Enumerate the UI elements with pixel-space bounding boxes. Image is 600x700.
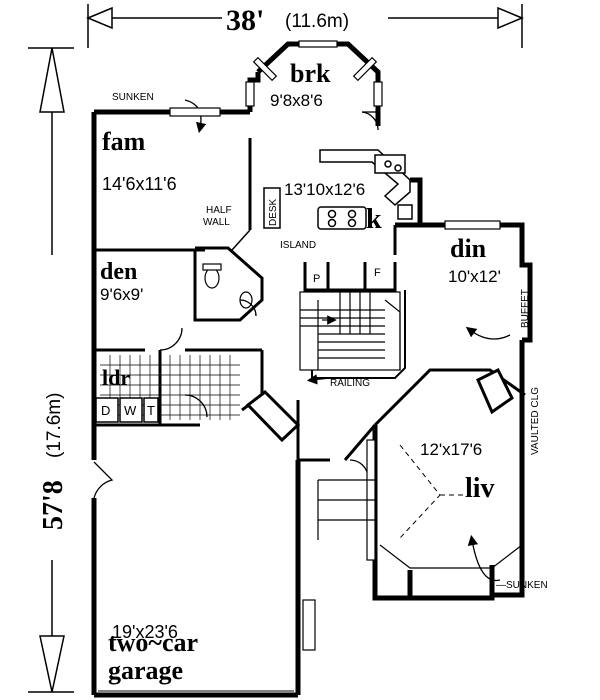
fireplace xyxy=(476,367,514,415)
sunken-arrows xyxy=(184,99,511,582)
interior-walls xyxy=(94,138,526,462)
liv-name: liv xyxy=(465,473,495,504)
kitchen-counters xyxy=(319,149,413,220)
liv-size: 12'x17'6 xyxy=(420,440,482,459)
entry-steps xyxy=(317,479,375,540)
desk-label: DESK xyxy=(268,198,279,226)
vault-lines xyxy=(399,444,470,539)
tub-label: T xyxy=(147,403,155,418)
fam-size: 14'6x11'6 xyxy=(102,174,177,194)
door-swings xyxy=(93,111,379,499)
depth-metric-label: (17.6m) xyxy=(44,393,65,458)
half-wall-label-2: WALL xyxy=(203,217,230,228)
sunken-bottom-label: —SUNKEN xyxy=(496,580,548,591)
den-name: den xyxy=(100,259,137,285)
island-label: ISLAND xyxy=(280,240,316,251)
half-wall-label-1: HALF xyxy=(206,205,232,216)
entry-closet xyxy=(245,390,301,443)
din-size: 10'x12' xyxy=(448,267,501,286)
den-size: 9'6x9' xyxy=(100,285,143,304)
washer-label: W xyxy=(124,403,137,418)
kitchen-name: k xyxy=(366,204,382,235)
brk-size: 9'8x8'6 xyxy=(270,91,323,110)
vaulted-label: VAULTED CLG xyxy=(530,387,541,455)
pantry-label: P xyxy=(313,273,320,285)
brk-name: brk xyxy=(290,59,331,88)
railing-label: RAILING xyxy=(330,378,370,389)
half-wall-line xyxy=(231,229,251,251)
laundry-appliances xyxy=(95,397,159,423)
garage-name-line2: garage xyxy=(108,656,183,685)
width-dimension xyxy=(86,4,524,48)
garage-name-line1: two~car xyxy=(108,628,198,657)
fam-window xyxy=(169,107,221,117)
sunken-top-label: SUNKEN xyxy=(112,92,154,103)
buffet-label: BUFFET xyxy=(520,289,531,328)
width-feet-label: 38' xyxy=(226,4,264,37)
garage-size: 19'x23'6 xyxy=(112,622,178,642)
garage-side-window xyxy=(302,599,316,651)
kitchen-island xyxy=(317,206,367,230)
din-name: din xyxy=(450,234,487,263)
kitchen-size: 13'10x12'6 xyxy=(284,180,365,199)
desk-counter xyxy=(263,187,281,229)
living-bay-window xyxy=(379,544,523,569)
dryer-label: D xyxy=(101,403,110,418)
breakfast-bay-windows xyxy=(245,40,383,107)
staircase xyxy=(299,291,401,371)
den-bath-fixtures xyxy=(202,263,253,309)
fam-name: fam xyxy=(102,127,146,156)
depth-feet-label: 57'8 xyxy=(38,480,69,530)
dining-window xyxy=(444,220,501,230)
width-metric-label: (11.6m) xyxy=(285,11,349,32)
ldr-name: ldr xyxy=(102,365,130,390)
fridge-label: F xyxy=(374,267,381,279)
depth-dimension xyxy=(28,47,74,693)
